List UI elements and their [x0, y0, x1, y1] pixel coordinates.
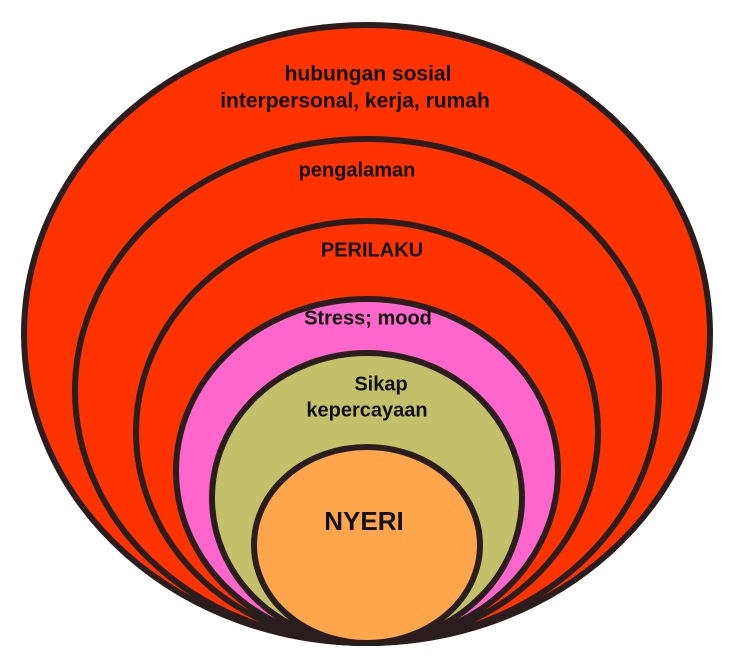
label-sikap-line-1: Sikap	[354, 373, 407, 395]
label-stress-mood: Stress; mood	[304, 307, 432, 329]
label-pengalaman: pengalaman	[299, 159, 416, 181]
label-sikap-line-2: kepercayaan	[306, 399, 427, 421]
label-nyeri: NYERI	[324, 506, 403, 536]
layer-nyeri	[251, 444, 483, 646]
label-hubungan-sosial-line-1: hubungan sosial	[285, 63, 452, 86]
label-perilaku: PERILAKU	[321, 239, 423, 261]
label-hubungan-sosial-line-2: interpersonal, kerja, rumah	[220, 90, 490, 113]
